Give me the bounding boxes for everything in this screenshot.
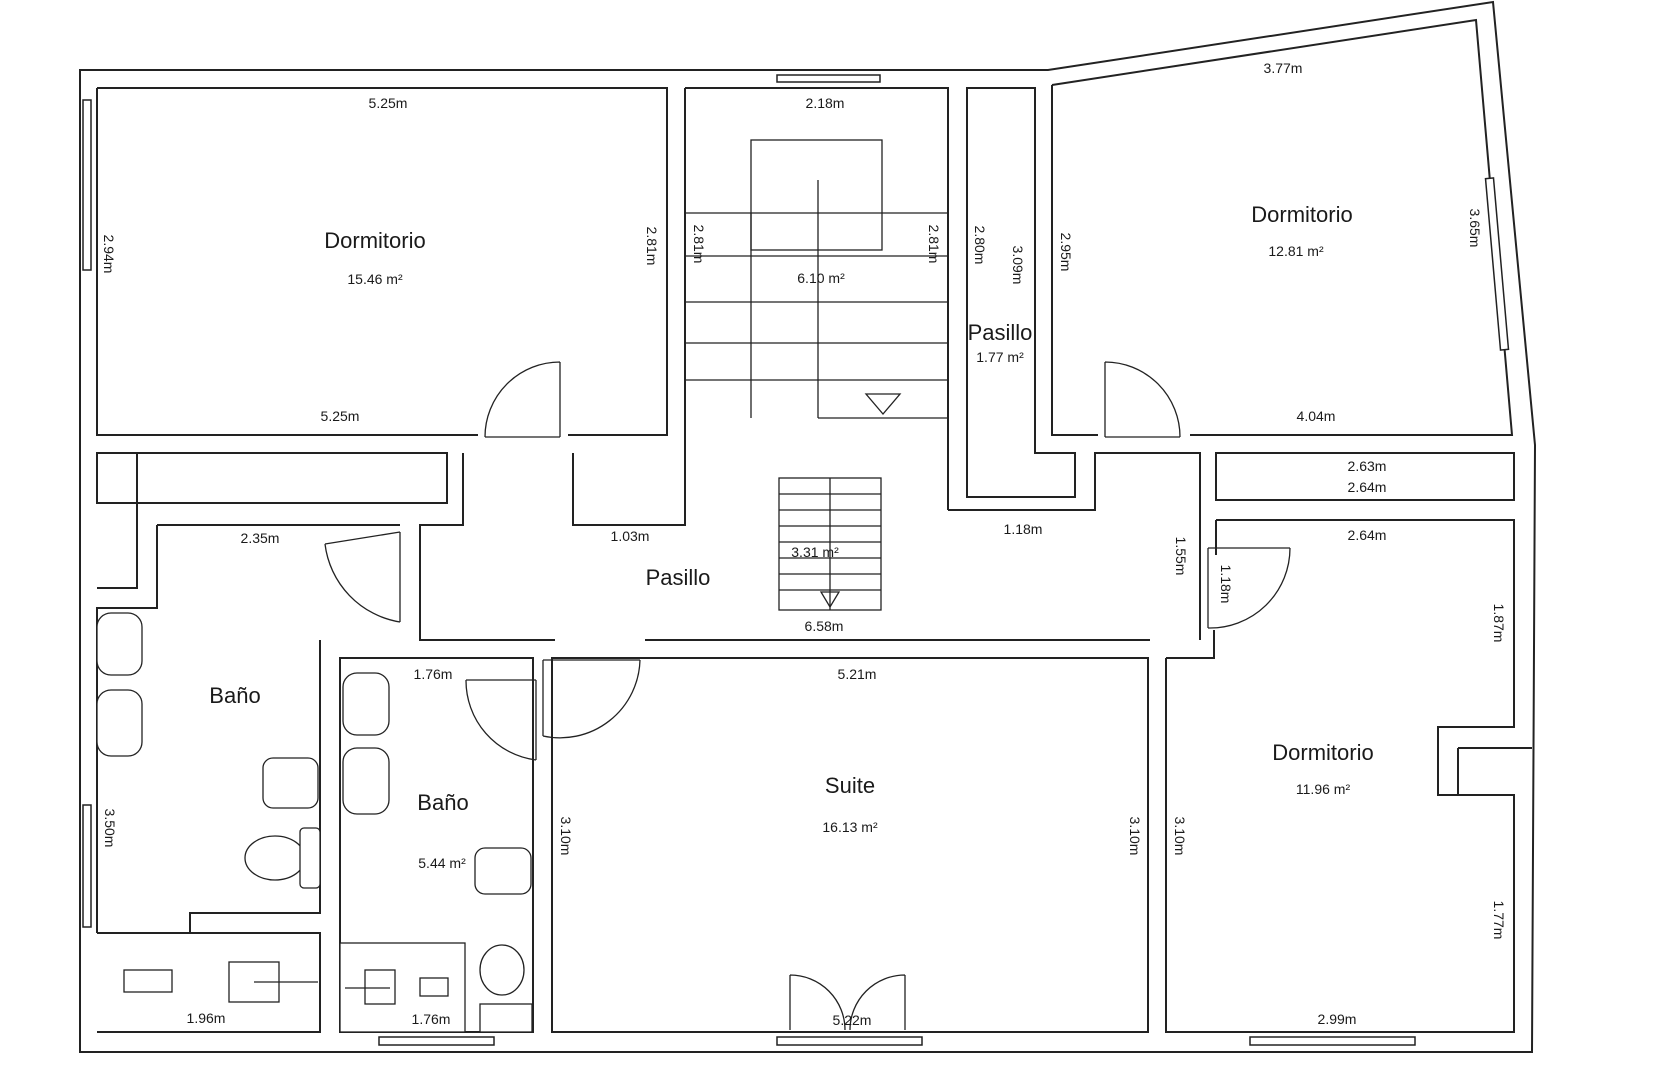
- dim-d2-bottom: 4.04m: [1297, 408, 1336, 424]
- staircase: [685, 139, 948, 611]
- dim-pasillo-a: 1.03m: [611, 528, 650, 544]
- dim-d1-top: 5.25m: [369, 95, 408, 111]
- dim-bano2-bottom: 1.76m: [412, 1011, 451, 1027]
- room-area-pasillo-upper: 1.77 m²: [976, 349, 1024, 365]
- dim-pasillo-b: 1.18m: [1004, 521, 1043, 537]
- room-labels: Dormitorio 15.46 m² 6.10 m² Pasillo 1.77…: [209, 202, 1373, 871]
- room-area-bano-2: 5.44 m²: [418, 855, 466, 871]
- dim-d3-top: 2.64m: [1348, 527, 1387, 543]
- dim-d1-bottom: 5.25m: [321, 408, 360, 424]
- dim-suite-left: 3.10m: [558, 817, 574, 856]
- room-name-pasillo-main: Pasillo: [646, 565, 711, 590]
- room-name-suite: Suite: [825, 773, 875, 798]
- dim-pasillo-bottom: 6.58m: [805, 618, 844, 634]
- dim-d3-right-b: 1.77m: [1491, 901, 1507, 940]
- dim-bano1-left: 3.50m: [102, 809, 118, 848]
- dim-stair-right: 2.81m: [926, 225, 942, 264]
- dim-bano2-top: 1.76m: [414, 666, 453, 682]
- bathroom-fixtures: [96, 612, 533, 1033]
- dim-pasillo-door: 1.18m: [1218, 565, 1234, 604]
- dim-stair-top: 2.18m: [806, 95, 845, 111]
- dim-d1-left: 2.94m: [101, 235, 117, 274]
- dim-pasillo-upper-right: 3.09m: [1010, 246, 1026, 285]
- dim-d2-top: 3.77m: [1264, 60, 1303, 76]
- dim-storage-a: 2.63m: [1348, 458, 1387, 474]
- room-area-stair: 6.10 m²: [797, 270, 845, 286]
- room-name-pasillo-upper: Pasillo: [968, 320, 1033, 345]
- dim-d3-bottom: 2.99m: [1318, 1011, 1357, 1027]
- dim-d3-right-a: 1.87m: [1491, 604, 1507, 643]
- exterior-walls: [79, 0, 1537, 1053]
- dim-storage-b: 2.64m: [1348, 479, 1387, 495]
- room-name-dormitorio-2: Dormitorio: [1251, 202, 1352, 227]
- dim-bano1-bottom: 1.96m: [187, 1010, 226, 1026]
- room-area-dormitorio-2: 12.81 m²: [1268, 243, 1324, 259]
- dim-suite-top: 5.21m: [838, 666, 877, 682]
- room-name-bano-1: Baño: [209, 683, 260, 708]
- dim-d3-left: 3.10m: [1172, 817, 1188, 856]
- room-name-bano-2: Baño: [417, 790, 468, 815]
- dim-d1-right: 2.81m: [644, 227, 660, 266]
- dim-suite-right: 3.10m: [1127, 817, 1143, 856]
- dim-stair-left: 2.81m: [691, 225, 707, 264]
- dim-pasillo-right: 1.55m: [1173, 537, 1189, 576]
- room-area-dormitorio-3: 11.96 m²: [1296, 781, 1351, 797]
- room-name-dormitorio-1: Dormitorio: [324, 228, 425, 253]
- dim-bano1-top: 2.35m: [241, 530, 280, 546]
- room-area-suite: 16.13 m²: [822, 819, 878, 835]
- dim-d2-left: 2.95m: [1058, 233, 1074, 272]
- windows: [82, 74, 1510, 1046]
- room-name-dormitorio-3: Dormitorio: [1272, 740, 1373, 765]
- room-area-dormitorio-1: 15.46 m²: [347, 271, 403, 287]
- dim-suite-bottom: 5.22m: [833, 1012, 872, 1028]
- room-area-pasillo-main: 3.31 m²: [791, 544, 839, 560]
- doors: [324, 361, 1291, 1031]
- dim-d2-right: 3.65m: [1467, 209, 1483, 248]
- dimension-labels: 5.25m 5.25m 2.94m 2.81m 2.18m 2.81m 2.81…: [101, 60, 1507, 1028]
- dim-pasillo-upper-left: 2.80m: [972, 226, 988, 265]
